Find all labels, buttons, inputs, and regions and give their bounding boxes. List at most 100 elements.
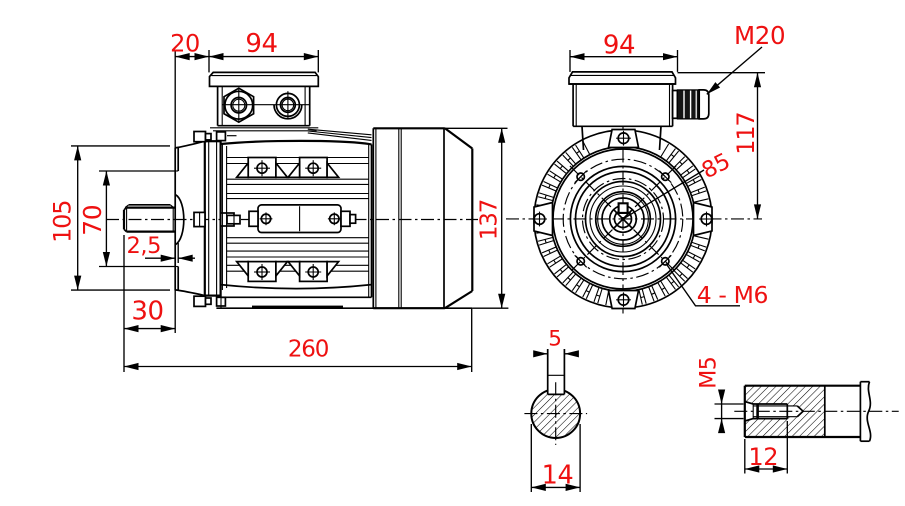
cooling-fins-line (582, 283, 591, 298)
cooling-fins-line (690, 244, 706, 252)
dimension-arrowheads-polygon (531, 483, 546, 491)
dimension-arrowheads-polygon (533, 350, 548, 358)
dimension-arrowheads-polygon (498, 128, 506, 143)
shaft-side-line (124, 204, 130, 209)
cooling-fins-line (539, 192, 555, 198)
lifting-bosses-path (275, 160, 290, 179)
cooling-fins-path (596, 294, 601, 297)
dimension-arrowheads-polygon (178, 254, 193, 262)
dim-label-m5: M5 (697, 357, 722, 389)
dimension-arrowheads-polygon (717, 418, 726, 434)
flange-circles (562, 158, 684, 280)
cooling-fins-line (539, 240, 555, 246)
cooling-fins-path (548, 184, 551, 189)
lifting-bosses-path (326, 260, 341, 279)
cooling-fins-line (691, 241, 707, 248)
flange-bolt-holes-circle (576, 172, 586, 182)
cooling-fins-line (665, 276, 676, 290)
dimension-arrowheads-polygon (102, 171, 111, 186)
shaft-end-detail (734, 380, 899, 443)
dim-label-105: 105 (49, 201, 77, 243)
cooling-fins-path (679, 161, 683, 165)
cooling-fins-line (565, 152, 577, 165)
leader-4m6 (665, 263, 740, 307)
flange-bolt-holes-circle (576, 256, 586, 266)
flange-circles-circle (574, 170, 672, 268)
cooling-fins-line (657, 282, 666, 297)
flange-bolt-holes-line (574, 170, 588, 184)
motor-body-side (210, 127, 473, 310)
dimension-arrowheads-polygon (753, 72, 762, 88)
shaft-cross-section (524, 349, 588, 445)
cooling-fins-line (693, 198, 709, 203)
flange-bell-rect (204, 297, 212, 306)
cooling-fins-path (692, 254, 696, 259)
dim-label-20: 20 (170, 30, 200, 58)
dimension-arrowheads-polygon (160, 254, 176, 262)
flange-bolt-holes (574, 170, 672, 268)
cooling-fins-line (565, 273, 577, 286)
cooling-fins-path (548, 249, 551, 254)
flange-bell-path (174, 193, 185, 246)
dimension-arrowheads-polygon (209, 53, 224, 61)
shaft-side-line (123, 206, 127, 211)
cooling-fins-line (691, 190, 707, 197)
shaft-side (122, 203, 176, 233)
cooling-fins-path (576, 284, 580, 288)
motor-body-side-line (307, 128, 372, 136)
motor-body-side-rect (349, 213, 357, 225)
fan-cowl-side-line (444, 290, 473, 310)
fan-cowl-side (372, 127, 474, 310)
shaft-end-outline (743, 380, 872, 443)
motor-body-side-rect (340, 210, 351, 228)
cooling-fins-line (680, 262, 694, 273)
flange-bolt-holes-line (658, 170, 672, 184)
dimension-arrowheads-polygon (772, 465, 788, 473)
terminal-box-front-line (581, 126, 585, 151)
dim-label-260: 260 (288, 336, 329, 362)
dim-label-137: 137 (477, 200, 503, 240)
cooling-fins-path (692, 179, 696, 184)
cooling-fins-path (559, 165, 563, 170)
flange-bolt-holes-circle (660, 256, 670, 266)
cooling-fins-path (661, 287, 666, 291)
dimension-arrowheads-polygon (124, 362, 139, 371)
flange-bell-rect (193, 295, 207, 308)
dimension-arrowheads-polygon (194, 53, 209, 61)
dimension-arrowheads-polygon (303, 53, 319, 61)
dim-label-117: 117 (732, 112, 760, 154)
dimension-arrowheads-polygon (457, 362, 472, 371)
cooling-fins-path (585, 290, 590, 293)
leader-85 (622, 169, 705, 220)
dim-label-2-5: 2,5 (127, 233, 162, 259)
flange-circles-circle (589, 185, 657, 253)
cooling-fins-path (553, 259, 557, 264)
cable-gland-front (671, 89, 710, 120)
motor-body-side-rect (252, 305, 343, 309)
cooling-fins-line (675, 159, 688, 171)
shaft-end-detail-path (744, 385, 825, 437)
bolt-circle (562, 158, 684, 280)
flange-circles-circle (569, 165, 677, 273)
cooling-fins-line (641, 288, 647, 304)
cooling-fins-line (687, 251, 702, 259)
dimension-arrowheads-polygon (565, 483, 581, 491)
lifting-bosses-path (286, 160, 301, 179)
dim-label-12: 12 (748, 443, 778, 471)
cooling-fins-path (544, 239, 547, 244)
dim-label-70: 70 (78, 205, 107, 236)
dim-label-4m6: 4 - M6 (697, 281, 768, 309)
cooling-fins-line (673, 156, 686, 168)
side-view (106, 71, 478, 310)
cooling-fins-line (593, 287, 600, 303)
mounting-tabs (532, 128, 714, 310)
cooling-fins-path (686, 169, 690, 174)
dimension-arrowheads-polygon (717, 389, 726, 404)
cooling-fins-path (544, 194, 547, 199)
dimension-arrowheads-polygon (498, 293, 506, 309)
cooling-fins-path (686, 264, 690, 269)
front-view (506, 71, 762, 314)
cooling-fins-line (547, 255, 562, 265)
motor-body-side-path (220, 283, 372, 290)
